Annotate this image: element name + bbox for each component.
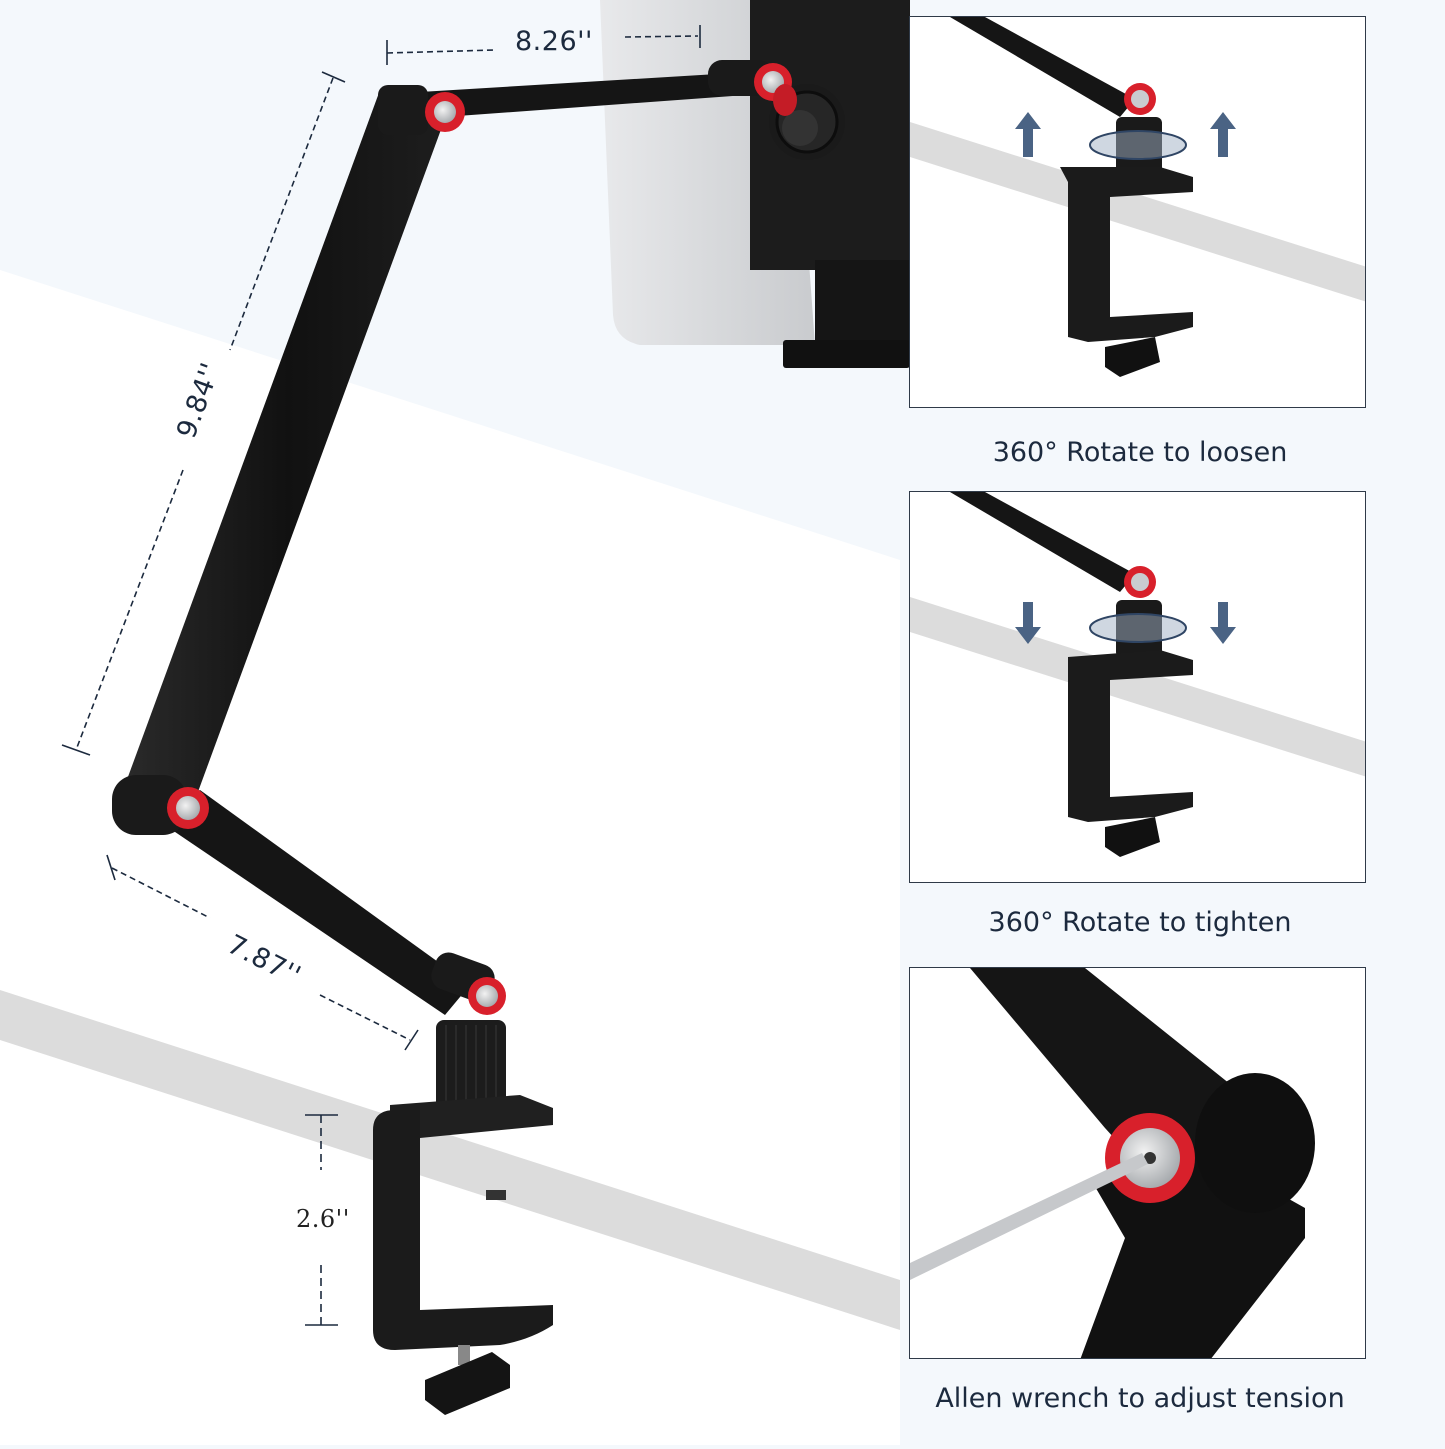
panel-tighten bbox=[909, 491, 1366, 883]
desk-edge bbox=[0, 990, 900, 1330]
middle-arm bbox=[125, 90, 450, 800]
allen-wrench-icon bbox=[910, 1153, 1148, 1280]
joint-top-left bbox=[425, 92, 465, 132]
joint-top-right bbox=[754, 63, 797, 116]
arrow-up-icon bbox=[1015, 112, 1236, 157]
panel-loosen bbox=[909, 16, 1366, 408]
caption-loosen: 360° Rotate to loosen bbox=[992, 437, 1288, 468]
dimension-lines bbox=[61, 25, 701, 1326]
rotate-icon bbox=[1089, 130, 1187, 160]
top-arm bbox=[420, 72, 760, 118]
panel-tension bbox=[909, 967, 1366, 1359]
caption-tighten: 360° Rotate to tighten bbox=[988, 907, 1292, 938]
lower-arm bbox=[150, 790, 470, 1015]
joint-bottom-left bbox=[167, 787, 209, 829]
joint-clamp-top bbox=[468, 977, 506, 1015]
c-clamp bbox=[373, 1095, 553, 1415]
dimension-top-arm: 8.26'' bbox=[515, 26, 593, 57]
tablet bbox=[600, 0, 910, 368]
tension-joint bbox=[1105, 1113, 1195, 1203]
arrow-down-icon bbox=[1015, 602, 1236, 644]
dimension-clamp-opening: 2.6'' bbox=[296, 1205, 350, 1233]
caption-tension: Allen wrench to adjust tension bbox=[935, 1383, 1345, 1414]
knurled-post bbox=[436, 1020, 506, 1110]
rotate-icon bbox=[1089, 613, 1187, 643]
